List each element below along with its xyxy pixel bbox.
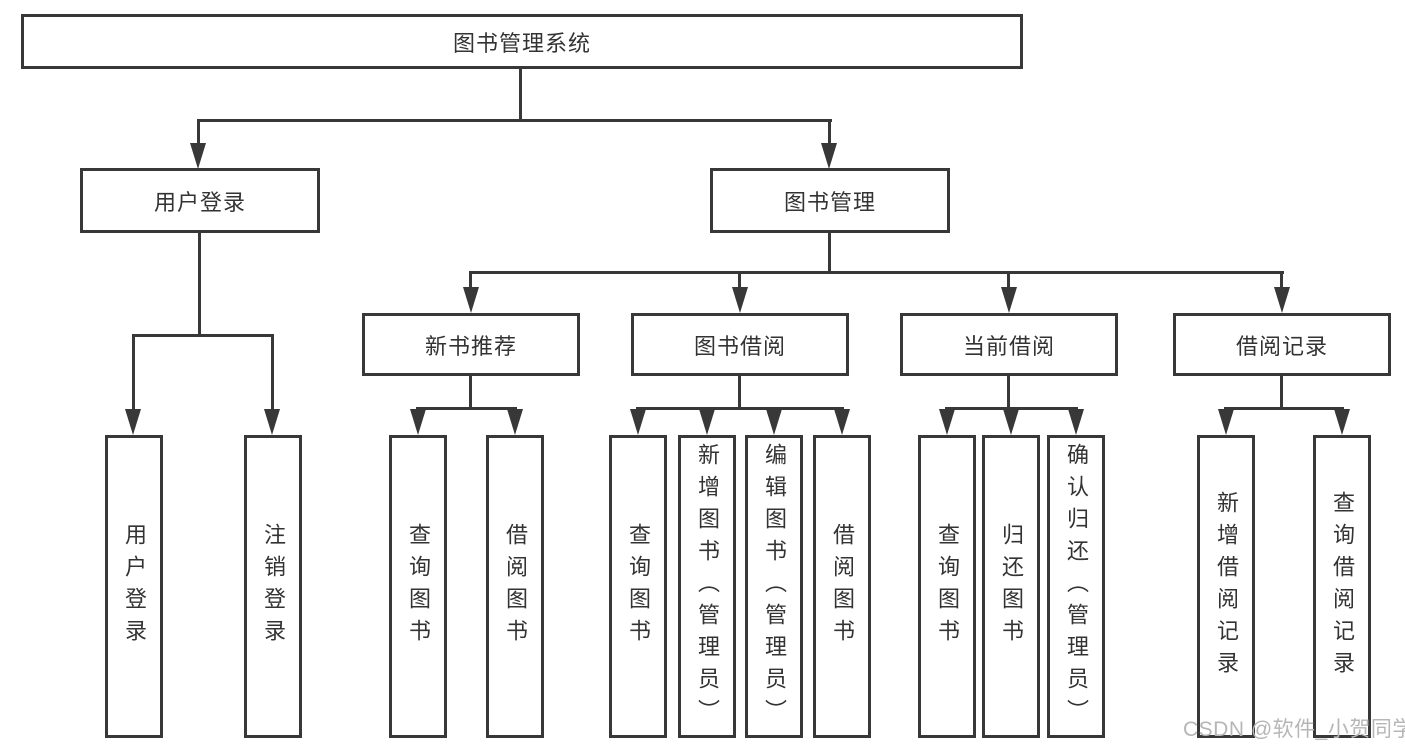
- arrow-down-icon: [410, 409, 426, 435]
- leaf-return-books: 归还图书: [982, 435, 1040, 738]
- arrow-down-icon: [821, 143, 837, 169]
- connector-user-login-trunk: [198, 233, 201, 334]
- leaf-edit-books-admin: 编辑图书（管理员）: [745, 435, 803, 738]
- arrow-down-icon: [732, 287, 748, 313]
- connector-book-borrow-trunk: [738, 376, 741, 407]
- leaf-query-books: 查询图书: [609, 435, 667, 738]
- leaf-label: 查询图书: [935, 522, 960, 651]
- leaf-confirm-return-admin: 确认归还（管理员）: [1047, 435, 1105, 738]
- leaf-borrow-books: 借阅图书: [486, 435, 544, 738]
- leaf-label: 注销登录: [261, 522, 286, 651]
- branch-book-management-label: 图书管理: [783, 189, 876, 215]
- connector-book-mgmt-trunk: [828, 233, 831, 271]
- connector-current-borrow-trunk: [1007, 376, 1010, 407]
- connector-leaf-stem: [271, 334, 274, 409]
- arrow-down-icon: [939, 409, 955, 435]
- arrow-down-icon: [190, 143, 206, 169]
- leaf-label: 查询图书: [406, 522, 431, 651]
- arrow-down-icon: [699, 409, 715, 435]
- leaf-label: 归还图书: [999, 522, 1024, 651]
- leaf-label: 新增图书（管理员）: [695, 442, 720, 731]
- module-borrow-records: 借阅记录: [1173, 313, 1391, 376]
- arrow-down-icon: [1274, 287, 1290, 313]
- connector-new-book-split: [416, 407, 517, 410]
- arrow-down-icon: [264, 409, 280, 435]
- connector-leaf-stem: [132, 334, 135, 409]
- csdn-watermark: CSDN @软件_小贺同学: [1183, 718, 1405, 741]
- branch-user-login: 用户登录: [80, 168, 320, 233]
- connector-root-split: [197, 119, 832, 122]
- leaf-query-books: 查询图书: [918, 435, 976, 738]
- leaf-logout: 注销登录: [244, 435, 302, 738]
- arrow-down-icon: [1003, 409, 1019, 435]
- leaf-user-login: 用户登录: [105, 435, 163, 738]
- module-new-book: 新书推荐: [362, 313, 580, 376]
- leaf-label: 借阅图书: [503, 522, 528, 651]
- branch-user-login-label: 用户登录: [153, 189, 246, 215]
- leaf-label: 借阅图书: [830, 522, 855, 651]
- module-current-borrow: 当前借阅: [900, 313, 1118, 376]
- connector-user-login-split: [132, 334, 274, 337]
- connector-module-stem: [738, 271, 741, 287]
- connector-new-book-trunk: [469, 376, 472, 407]
- connector-root-trunk: [519, 67, 522, 119]
- leaf-label: 确认归还（管理员）: [1064, 442, 1089, 731]
- branch-book-management: 图书管理: [710, 168, 950, 233]
- connector-book-mgmt-stem: [828, 119, 831, 147]
- leaf-query-borrow-record: 查询借阅记录: [1313, 435, 1371, 738]
- connector-borrow-records-split: [1224, 407, 1344, 410]
- arrow-down-icon: [125, 409, 141, 435]
- module-book-borrow-label: 图书借阅: [693, 333, 786, 359]
- leaf-borrow-books: 借阅图书: [813, 435, 871, 738]
- arrow-down-icon: [463, 287, 479, 313]
- arrow-down-icon: [1068, 409, 1084, 435]
- leaf-query-books: 查询图书: [389, 435, 447, 738]
- connector-user-login-stem: [197, 119, 200, 147]
- leaf-label: 用户登录: [122, 522, 147, 651]
- arrow-down-icon: [834, 409, 850, 435]
- module-new-book-label: 新书推荐: [424, 333, 517, 359]
- leaf-label: 新增借阅记录: [1214, 490, 1239, 683]
- root-node-label: 图书管理系统: [452, 30, 591, 56]
- arrow-down-icon: [1218, 409, 1234, 435]
- connector-module-stem: [469, 271, 472, 287]
- module-book-borrow: 图书借阅: [631, 313, 849, 376]
- module-current-borrow-label: 当前借阅: [962, 333, 1055, 359]
- arrow-down-icon: [507, 409, 523, 435]
- root-node: 图书管理系统: [21, 14, 1023, 69]
- leaf-label: 查询图书: [626, 522, 651, 651]
- leaf-add-borrow-record: 新增借阅记录: [1197, 435, 1255, 738]
- arrow-down-icon: [1334, 409, 1350, 435]
- module-borrow-records-label: 借阅记录: [1235, 333, 1328, 359]
- connector-module-stem: [1007, 271, 1010, 287]
- leaf-label: 查询借阅记录: [1330, 490, 1355, 683]
- connector-borrow-records-trunk: [1280, 376, 1283, 407]
- connector-module-stem: [1280, 271, 1283, 287]
- connector-book-borrow-split: [636, 407, 844, 410]
- arrow-down-icon: [1001, 287, 1017, 313]
- leaf-label: 编辑图书（管理员）: [762, 442, 787, 731]
- leaf-add-books-admin: 新增图书（管理员）: [678, 435, 736, 738]
- arrow-down-icon: [766, 409, 782, 435]
- connector-book-mgmt-split: [469, 271, 1284, 274]
- arrow-down-icon: [630, 409, 646, 435]
